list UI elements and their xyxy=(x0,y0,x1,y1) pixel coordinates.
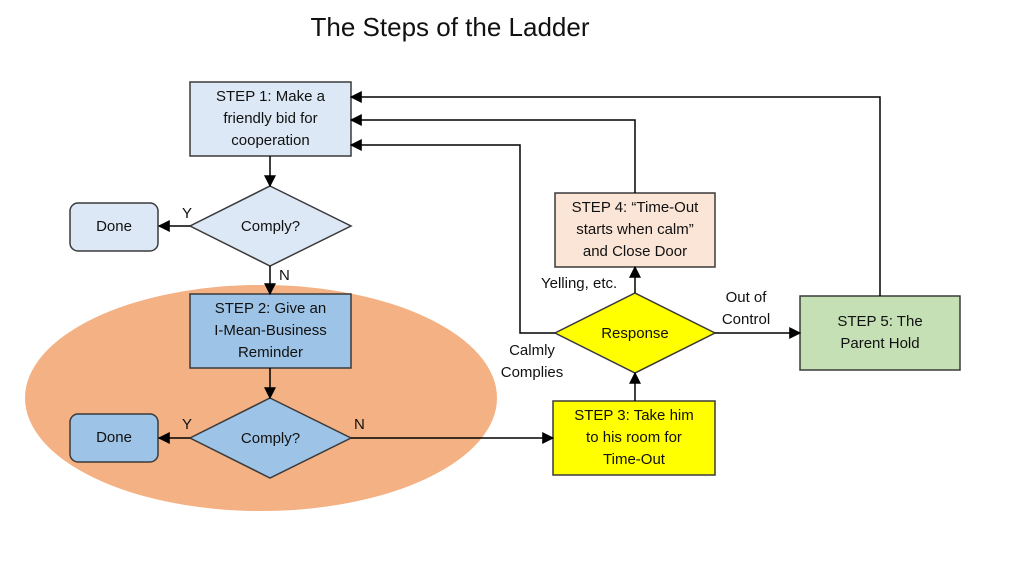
step2-shape xyxy=(189,293,352,369)
page-title: The Steps of the Ladder xyxy=(310,12,590,42)
step4-shape xyxy=(554,192,716,268)
arrow-response-calm-to-step1 xyxy=(349,139,555,334)
arrow-step4-to-step1 xyxy=(349,114,636,193)
comply2-label: Comply? xyxy=(240,429,301,447)
edge-label-yelling: Yelling, etc. xyxy=(541,275,618,292)
comply1-label: Comply? xyxy=(240,217,301,235)
response-label: Response xyxy=(601,324,669,342)
edge-label-calmly-complies: Calmly Complies xyxy=(500,342,564,381)
done2-label: Done xyxy=(96,429,132,446)
arrow-step5-to-step1 xyxy=(349,91,881,296)
comply2-shape xyxy=(188,397,353,479)
edge-label-out-of-control: Out of Control xyxy=(721,289,771,328)
step5-label: STEP 5: The Parent Hold xyxy=(837,313,923,352)
step4-label: STEP 4: “Time-Out starts when calm” and … xyxy=(571,199,699,260)
edge-label-yes-2: Y xyxy=(182,416,193,433)
step2-label: STEP 2: Give an I-Mean-Business Reminder xyxy=(214,300,327,361)
edge-label-no-1: N xyxy=(279,267,290,284)
edge-label-no-2: N xyxy=(354,416,365,433)
done1-label: Done xyxy=(96,218,132,235)
edge-label-yes-1: Y xyxy=(182,205,193,222)
step3-shape xyxy=(552,400,716,476)
step1-label: STEP 1: Make a friendly bid for cooperat… xyxy=(216,88,325,149)
step3-label: STEP 3: Take him to his room for Time-Ou… xyxy=(574,407,694,468)
